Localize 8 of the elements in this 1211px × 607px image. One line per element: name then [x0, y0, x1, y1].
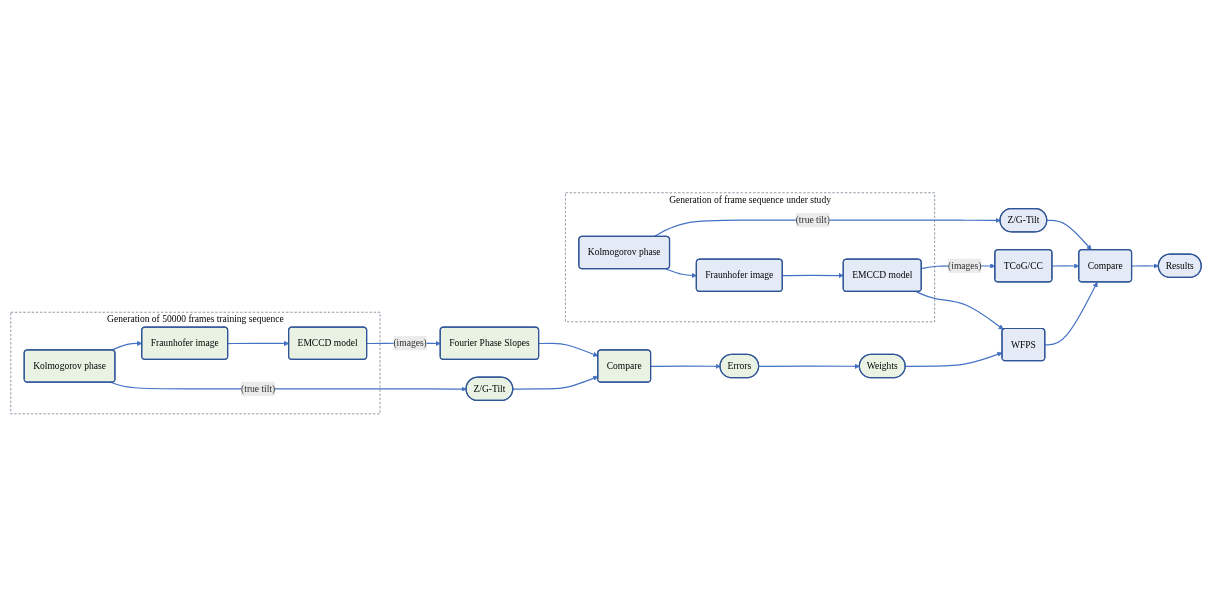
- arrow: [110, 341, 142, 352]
- arrow: [1051, 263, 1079, 269]
- arrow: [915, 291, 1004, 330]
- edge-label: (images): [947, 260, 981, 271]
- arrow: [904, 352, 1002, 368]
- edge-label: (true tilt): [240, 383, 275, 394]
- edge-label: (true tilt): [795, 215, 830, 226]
- edge-label: (images): [392, 338, 427, 349]
